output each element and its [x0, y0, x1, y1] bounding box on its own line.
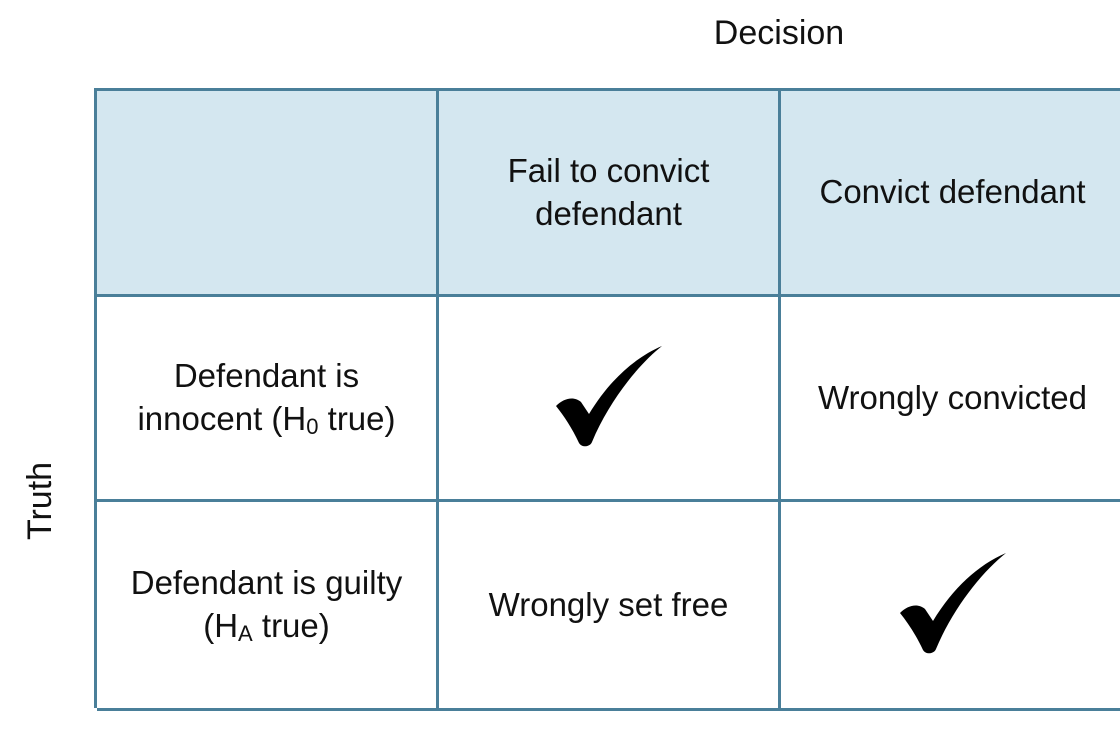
header-corner-cell	[97, 91, 439, 297]
guilty-fail-to-convict-cell: Wrongly set free	[439, 502, 781, 711]
decision-axis-label: Decision	[713, 14, 845, 52]
header-fail-to-convict-label: Fail to convict defendant	[507, 151, 710, 232]
innocent-convict-cell: Wrongly convicted	[781, 297, 1120, 502]
header-convict: Convict defendant	[781, 91, 1120, 297]
checkmark-icon	[899, 553, 1006, 654]
row-innocent-label-line1: Defendant is	[173, 356, 360, 394]
truth-axis-label: Truth	[21, 461, 59, 541]
row-innocent-label: Defendant is innocent (H0 true)	[97, 297, 439, 502]
decision-truth-matrix: Fail to convict defendant Convict defend…	[94, 88, 1120, 711]
guilty-convict-cell	[781, 502, 1120, 711]
checkmark-icon	[555, 346, 662, 447]
header-fail-to-convict: Fail to convict defendant	[439, 91, 781, 297]
row-guilty-label-line2: (HA true)	[203, 606, 330, 646]
row-guilty-label: Defendant is guilty (HA true)	[97, 502, 439, 711]
row-guilty-label-line1: Defendant is guilty	[130, 563, 403, 601]
innocent-fail-to-convict-cell	[439, 297, 781, 502]
row-innocent-label-line2: innocent (H0 true)	[137, 399, 396, 439]
